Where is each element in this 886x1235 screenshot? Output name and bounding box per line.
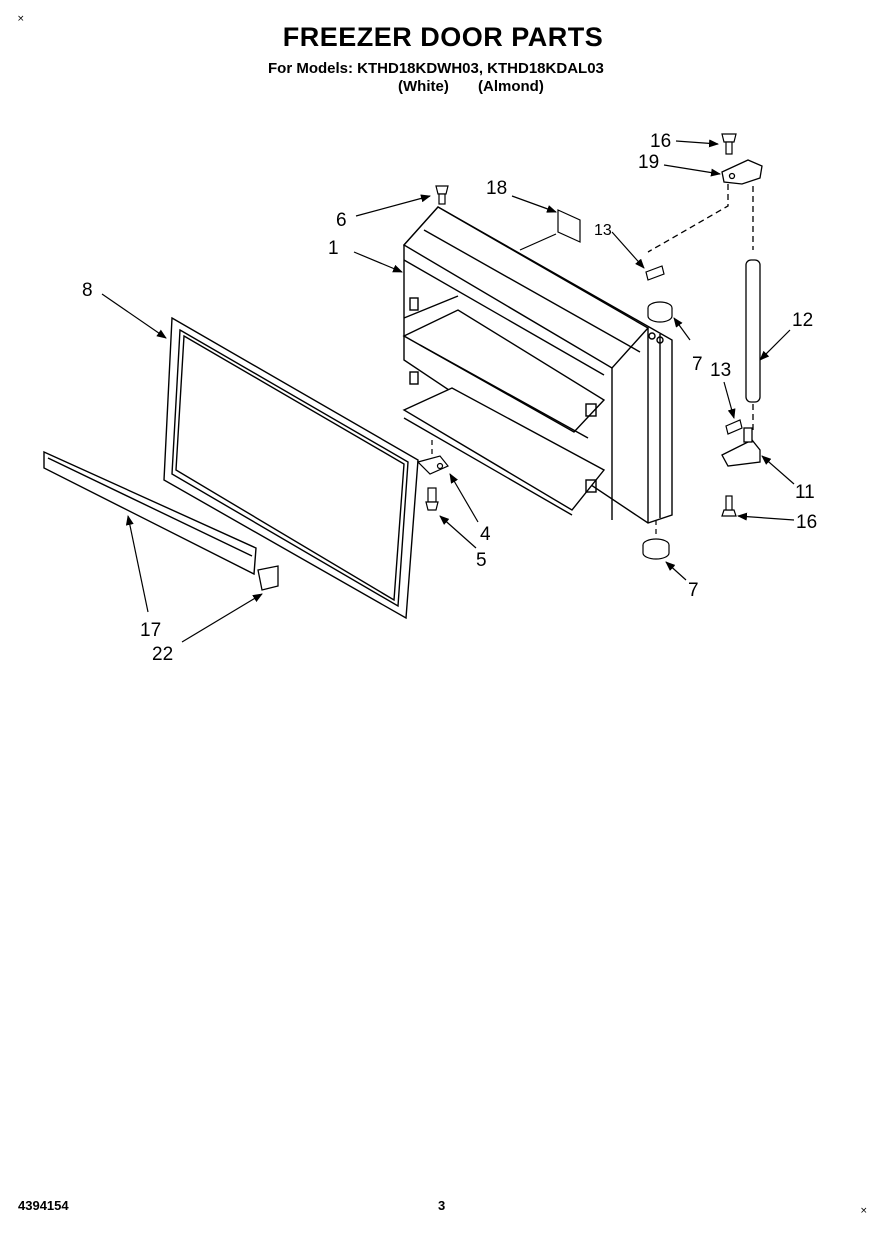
handle-trim — [43, 450, 257, 576]
door-label — [519, 209, 581, 251]
screws — [435, 133, 737, 517]
end-cap — [257, 565, 279, 591]
hinge-rod — [745, 186, 761, 430]
page-title: FREEZER DOOR PARTS — [282, 22, 604, 52]
callout-4: 4 — [480, 524, 491, 545]
corner-mark-bottom-right: × — [860, 1206, 868, 1216]
callout-1: 1 — [328, 238, 339, 259]
bottom-hinge — [721, 427, 761, 467]
door-stop-and-screw — [416, 440, 449, 511]
model-numbers: For Models: KTHD18KDWH03, KTHD18KDAL03 — [268, 60, 604, 77]
callout-11: 11 — [795, 482, 815, 503]
callout-13-top: 13 — [594, 222, 612, 239]
leader-lines — [101, 139, 795, 643]
callout-8: 8 — [82, 280, 93, 301]
color-label-white: (White) — [398, 78, 449, 95]
callout-22: 22 — [152, 644, 173, 665]
callout-16-top: 16 — [650, 131, 671, 152]
door-cams — [642, 301, 673, 560]
hinge-shims — [645, 265, 743, 435]
document-number: 4394154 — [18, 1198, 69, 1213]
callout-13-lower: 13 — [710, 360, 731, 381]
page-number: 3 — [438, 1198, 446, 1213]
callout-17: 17 — [140, 620, 161, 641]
callout-6: 6 — [336, 210, 347, 231]
callout-7-bottom: 7 — [688, 580, 699, 601]
callout-12: 12 — [792, 310, 813, 331]
color-label-almond: (Almond) — [478, 78, 544, 95]
callout-5: 5 — [476, 550, 487, 571]
callout-16-bottom: 16 — [796, 512, 817, 533]
corner-mark-top-left: × — [17, 14, 25, 24]
door-inner-panel — [402, 206, 673, 524]
callout-18: 18 — [486, 178, 507, 199]
door-gasket — [163, 316, 419, 620]
top-hinge — [647, 159, 763, 253]
callout-7-top: 7 — [692, 354, 703, 375]
callout-19: 19 — [638, 152, 659, 173]
